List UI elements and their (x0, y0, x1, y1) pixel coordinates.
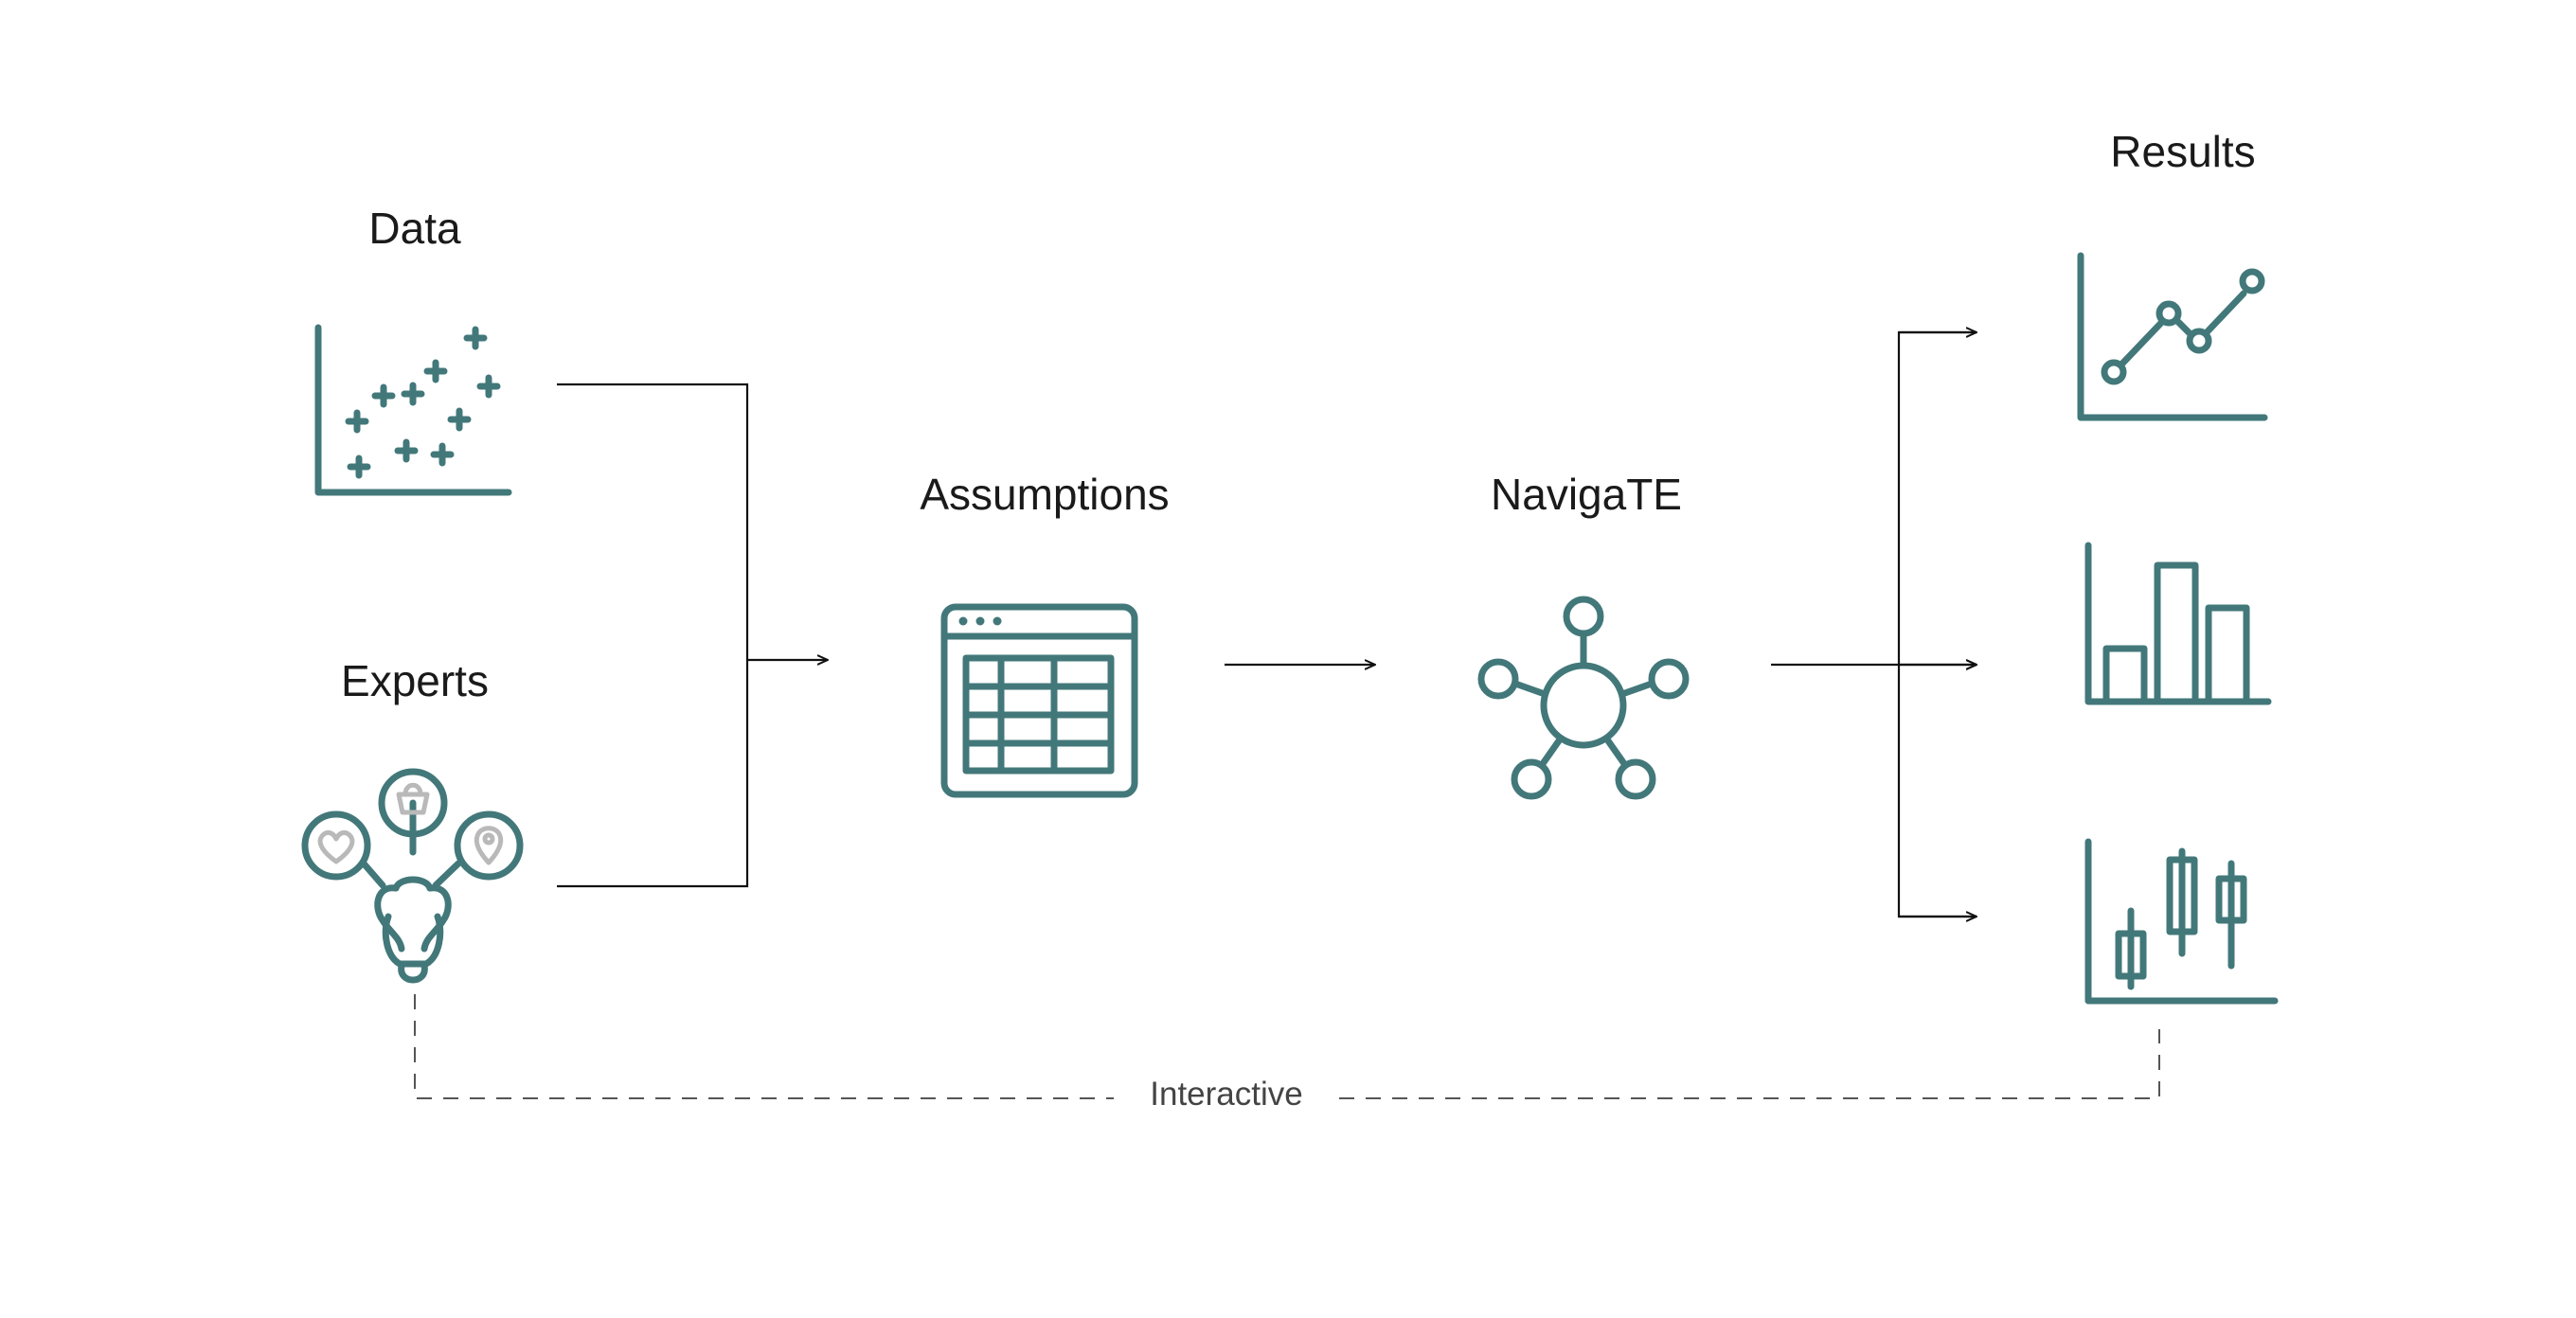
data-label: Data (368, 204, 461, 253)
interactive-loop-left (414, 994, 1114, 1099)
heart-icon (317, 829, 355, 864)
results-label: Results (2110, 127, 2255, 176)
experts-label: Experts (341, 656, 489, 705)
location-pin-icon (474, 826, 504, 865)
basket-icon (396, 782, 430, 815)
bar-chart-icon (2084, 542, 2272, 705)
candlestick-chart-icon (2084, 838, 2279, 1005)
expert-network-icon (301, 768, 524, 984)
data-to-merge-line (557, 383, 749, 888)
assumptions-label: Assumptions (920, 470, 1169, 519)
line-chart-icon (2077, 252, 2268, 421)
interactive-label: Interactive (1150, 1076, 1302, 1113)
navigate-label: NavigaTE (1491, 470, 1682, 519)
spreadsheet-window-icon (940, 603, 1138, 798)
window-dots-icon (958, 616, 1002, 626)
interactive-loop-right (1339, 1029, 2160, 1099)
scatter-plot-icon (314, 324, 512, 496)
results-branch-line (1897, 330, 1977, 918)
hub-network-icon (1477, 596, 1690, 800)
